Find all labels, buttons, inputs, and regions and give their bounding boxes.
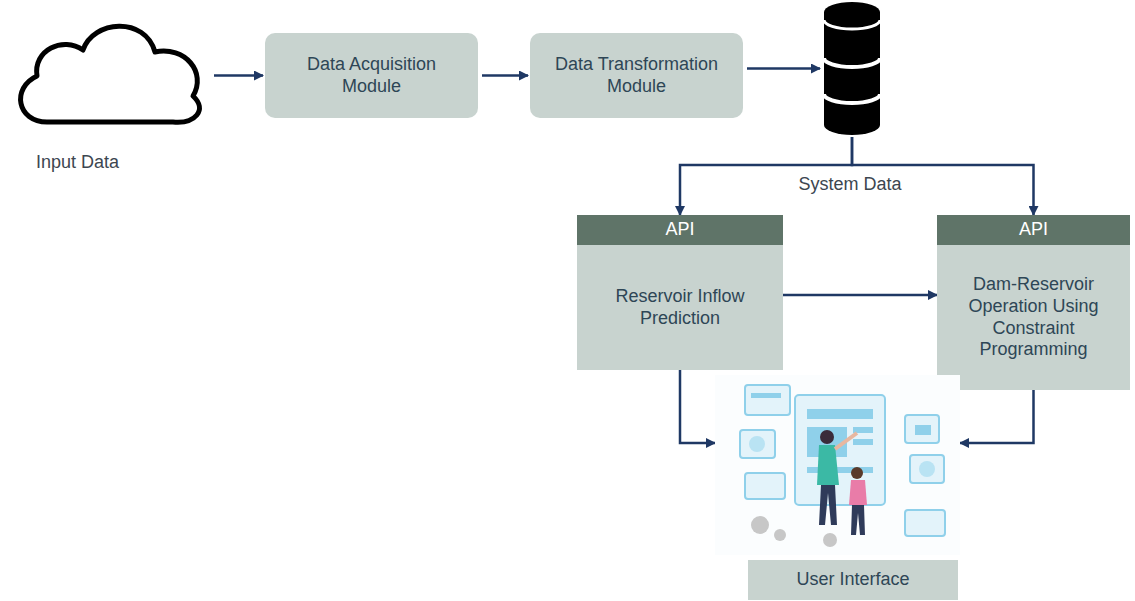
module-label: Dam-Reservoir Operation Using Constraint… bbox=[947, 274, 1120, 360]
flow-arrow bbox=[747, 67, 820, 70]
ui-label-box: User Interface bbox=[748, 560, 958, 600]
flow-arrow bbox=[960, 390, 1034, 443]
ui-illustration bbox=[715, 375, 960, 555]
api-module: API Dam-Reservoir Operation Using Constra… bbox=[937, 215, 1130, 390]
ui-label: User Interface bbox=[796, 569, 909, 591]
api-header: API bbox=[937, 215, 1130, 245]
api-header: API bbox=[577, 215, 783, 245]
api-module: API Reservoir Inflow Prediction bbox=[577, 215, 783, 370]
api-label: API bbox=[665, 219, 694, 241]
database-icon: System Data bbox=[785, 0, 915, 200]
flow-arrow bbox=[783, 294, 937, 297]
database-label: System Data bbox=[785, 174, 915, 196]
database-cylinder bbox=[822, 0, 882, 137]
flow-arrow bbox=[214, 74, 263, 77]
module-label: Reservoir Inflow Prediction bbox=[587, 286, 773, 329]
cloud-outline bbox=[5, 10, 210, 130]
process-box: Data Transformation Module bbox=[530, 33, 743, 118]
flow-arrow bbox=[482, 74, 528, 77]
flow-arrow bbox=[680, 370, 715, 443]
api-label: API bbox=[1019, 219, 1048, 241]
input-label: Input Data bbox=[0, 152, 185, 174]
api-body: Reservoir Inflow Prediction bbox=[577, 245, 783, 370]
module-label: Data Transformation Module bbox=[540, 54, 733, 97]
module-label: Data Acquisition Module bbox=[275, 54, 468, 97]
user-interface: User Interface bbox=[715, 375, 960, 600]
api-body: Dam-Reservoir Operation Using Constraint… bbox=[937, 245, 1130, 390]
process-box: Data Acquisition Module bbox=[265, 33, 478, 118]
cloud-icon: Input Data bbox=[5, 10, 220, 185]
